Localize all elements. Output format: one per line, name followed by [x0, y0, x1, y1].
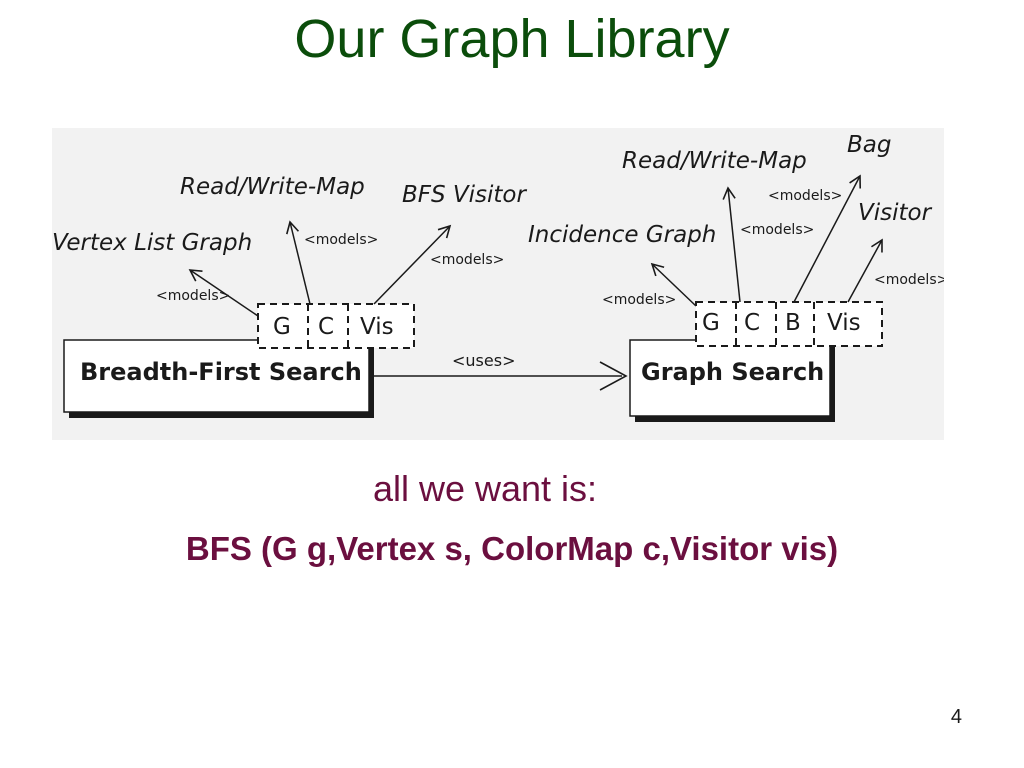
concept-read-write-map-left: Read/Write-Map	[180, 174, 365, 200]
models-arrow-read-write-map-left	[286, 220, 311, 305]
slide-title: Our Graph Library	[294, 9, 730, 69]
component-diagram: Breadth-First Search G C Vis Vertex List…	[52, 128, 944, 440]
models-arrow-bfs-visitor	[373, 224, 452, 305]
bfs-param-c: C	[318, 314, 334, 340]
models-label-right-4: <models>	[874, 272, 944, 288]
graph-search-component-box	[629, 339, 831, 417]
models-arrow-incidence-graph	[650, 262, 697, 307]
concept-bfs-visitor: BFS Visitor	[402, 182, 528, 208]
concept-vertex-list-graph: Vertex List Graph	[52, 230, 252, 256]
graph-search-component-label: Graph Search	[641, 358, 824, 386]
models-arrow-read-write-map-right	[722, 186, 741, 303]
bfs-component-box	[63, 339, 370, 413]
bfs-template-params: G C Vis	[257, 303, 415, 349]
models-arrow-vertex-list-graph	[188, 269, 259, 317]
gs-param-vis: Vis	[827, 310, 861, 336]
page-number: 4	[950, 706, 962, 728]
models-arrow-bag	[793, 174, 862, 303]
models-label-right-1: <models>	[602, 292, 676, 308]
concept-visitor: Visitor	[858, 200, 933, 226]
gs-param-g: G	[702, 310, 720, 336]
concept-incidence-graph: Incidence Graph	[528, 222, 716, 248]
gs-param-c: C	[744, 310, 760, 336]
models-label-left-1: <models>	[156, 288, 230, 304]
gs-param-b: B	[785, 310, 801, 336]
uses-arrow-head	[599, 361, 628, 391]
concept-bag: Bag	[847, 132, 891, 158]
bfs-param-g: G	[273, 314, 291, 340]
models-label-left-3: <models>	[430, 252, 504, 268]
bfs-signature: BFS (G g,Vertex s, ColorMap c,Visitor vi…	[185, 530, 839, 567]
uses-label: <uses>	[452, 351, 515, 370]
slide-subtitle: all we want is:	[372, 468, 598, 509]
models-label-right-2: <models>	[740, 222, 814, 238]
bfs-component-label: Breadth-First Search	[80, 358, 362, 386]
bfs-param-vis: Vis	[360, 314, 394, 340]
models-arrow-visitor	[847, 238, 883, 303]
models-label-right-3: <models>	[768, 188, 842, 204]
gs-template-params: G C B Vis	[695, 301, 883, 347]
concept-read-write-map-right: Read/Write-Map	[622, 148, 807, 174]
models-label-left-2: <models>	[304, 232, 378, 248]
